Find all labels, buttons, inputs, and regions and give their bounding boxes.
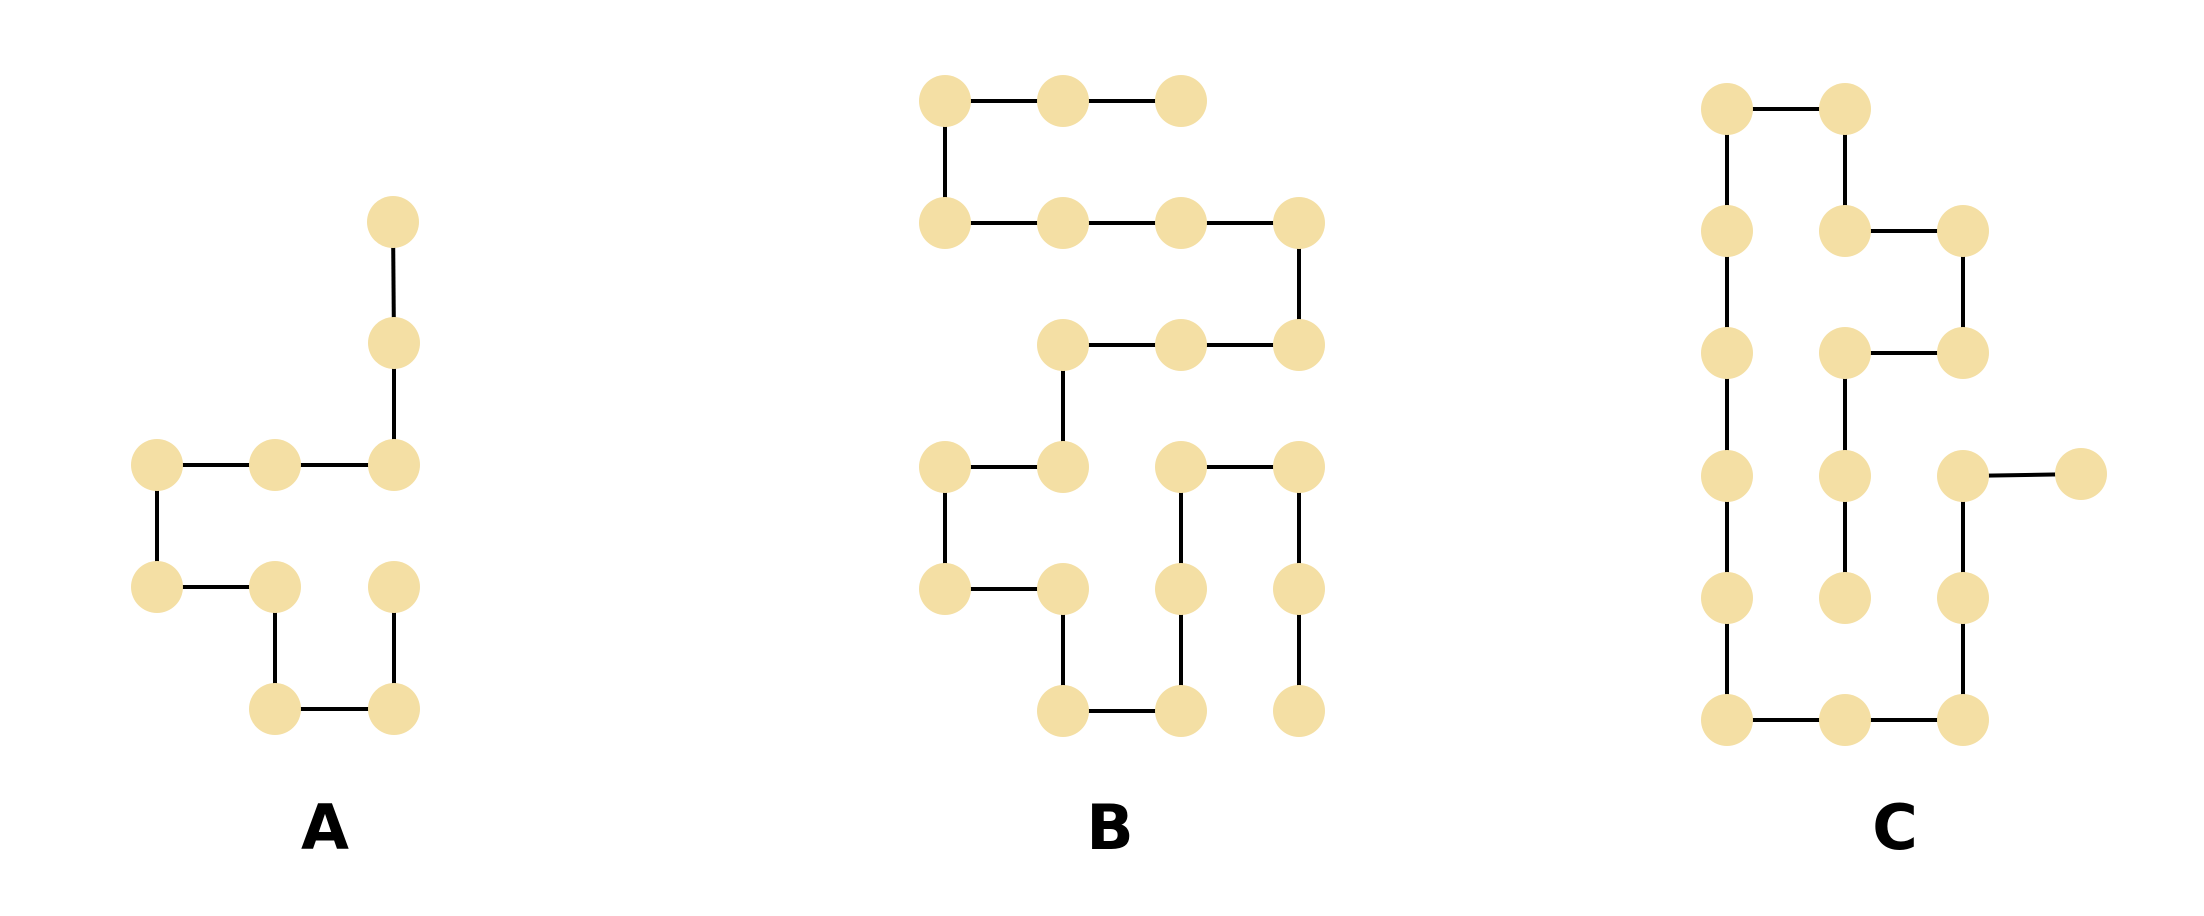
figure-b-node — [1155, 441, 1207, 493]
figure-c-node — [1819, 327, 1871, 379]
figure-c-node — [1701, 450, 1753, 502]
figure-a-node — [368, 317, 420, 369]
figure-c-node — [1701, 694, 1753, 746]
figure-c-nodes — [1701, 83, 2107, 746]
figure-a-nodes — [131, 196, 420, 735]
figure-a-node — [249, 683, 301, 735]
figure-c-node — [1937, 572, 1989, 624]
figure-b-node — [1273, 685, 1325, 737]
figure-c-label: C — [1872, 791, 1918, 864]
figure-c-node — [1819, 205, 1871, 257]
figure-a-node — [131, 561, 183, 613]
figure-b-node — [1273, 197, 1325, 249]
figure-c: C — [1701, 83, 2107, 864]
figure-a: A — [131, 196, 420, 864]
figure-b-nodes — [919, 75, 1325, 737]
figure-b-node — [1037, 563, 1089, 615]
figure-c-node — [1701, 572, 1753, 624]
figure-c-node — [1701, 327, 1753, 379]
figure-c-node — [1701, 205, 1753, 257]
figure-b-node — [919, 75, 971, 127]
figure-c-node — [1937, 450, 1989, 502]
figure-b: B — [919, 75, 1325, 864]
figure-b-node — [1037, 197, 1089, 249]
figure-b-node — [1273, 441, 1325, 493]
figure-c-node — [1819, 694, 1871, 746]
figure-c-node — [1819, 450, 1871, 502]
figure-b-node — [1037, 319, 1089, 371]
figure-b-label: B — [1086, 791, 1133, 864]
figure-b-node — [1037, 685, 1089, 737]
figure-c-node — [1937, 205, 1989, 257]
figure-a-node — [249, 439, 301, 491]
figure-c-node — [1937, 694, 1989, 746]
figure-b-node — [1273, 563, 1325, 615]
figure-a-label: A — [301, 791, 349, 864]
figure-b-node — [1037, 75, 1089, 127]
figure-b-node — [1155, 75, 1207, 127]
figure-c-node — [1819, 83, 1871, 135]
figure-c-node — [2055, 448, 2107, 500]
figure-a-node — [368, 683, 420, 735]
figure-b-node — [919, 563, 971, 615]
figure-b-edges — [943, 99, 1301, 713]
figure-b-node — [1155, 197, 1207, 249]
figure-a-node — [367, 196, 419, 248]
figure-c-edges — [1725, 107, 2082, 722]
figure-a-node — [368, 561, 420, 613]
figure-b-node — [1155, 319, 1207, 371]
figure-b-node — [1155, 685, 1207, 737]
figure-a-node — [368, 439, 420, 491]
figure-b-node — [1037, 441, 1089, 493]
figure-b-node — [919, 197, 971, 249]
figure-b-node — [919, 441, 971, 493]
figure-c-node — [1819, 572, 1871, 624]
figure-a-node — [249, 561, 301, 613]
figure-a-node — [131, 439, 183, 491]
figure-b-node — [1273, 319, 1325, 371]
figure-b-node — [1155, 563, 1207, 615]
figure-c-node — [1937, 327, 1989, 379]
figure-c-node — [1701, 83, 1753, 135]
